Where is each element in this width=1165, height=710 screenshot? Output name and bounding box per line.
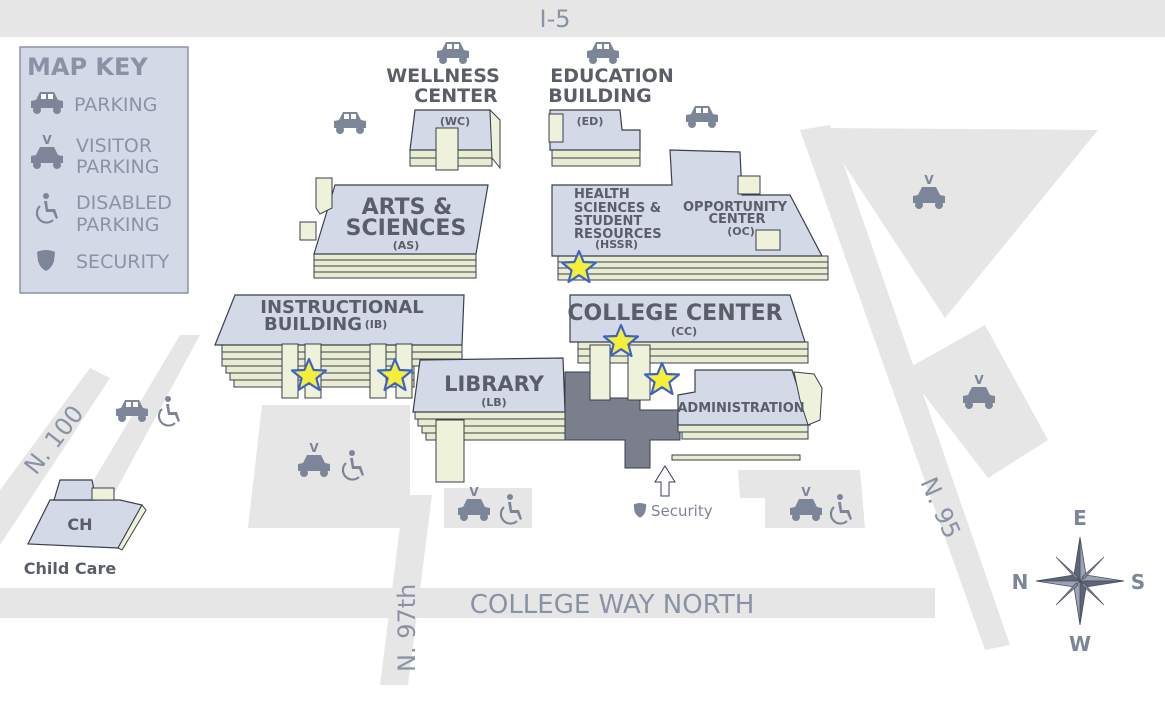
map-key-disabled-label-2: PARKING [76,214,159,236]
library-code: (LB) [481,396,506,409]
lot-northeast [820,128,1098,318]
compass-w: W [1069,632,1091,656]
building-arts-sciences[interactable]: ARTS & SCIENCES (AS) [299,177,489,279]
road-label-college-way: COLLEGE WAY NORTH [470,590,755,620]
road-n100 [0,368,110,545]
security-office[interactable]: Security [633,465,713,520]
parking-icon-education[interactable] [587,42,619,64]
road-label-n100: N. 100 [19,400,90,480]
compass-s: S [1131,570,1145,594]
building-library[interactable]: LIBRARY (LB) [412,357,566,483]
parking-icon-east-of-education[interactable] [686,106,718,128]
building-college-center[interactable]: COLLEGE CENTER (CC) [567,294,809,364]
road-n100-b [70,335,200,520]
map-key-title: MAP KEY [27,53,148,81]
childcare-label: Child Care [24,559,117,578]
wellness-name-2: CENTER [414,85,498,107]
opportunity-name-2: CENTER [708,212,765,227]
opportunity-code: (OC) [727,225,754,238]
college-center-name: COLLEGE CENTER [567,301,782,326]
hssr-name-1: HEALTH [574,187,630,202]
compass-rose: E W N S [1012,506,1146,656]
instructional-name-1: INSTRUCTIONAL [260,297,423,318]
parking-icon-wellness[interactable] [437,42,469,64]
map-key-visitor-label-2: PARKING [76,156,159,178]
road-n95 [800,125,1010,650]
instructional-code: (IB) [365,318,388,331]
arts-name-2: SCIENCES [346,216,467,241]
security-arrow [654,465,676,497]
road-label-n97: N. 97th [393,584,421,672]
hssr-name-2: SCIENCES & [574,201,661,216]
compass-n: N [1012,570,1029,594]
security-label: Security [651,502,713,520]
opportunity-name-1: OPPORTUNITY [683,200,788,215]
building-childcare[interactable]: CH Child Care [24,479,147,578]
wellness-code: (WC) [440,115,470,128]
education-name-1: EDUCATION [550,65,673,87]
education-code: (ED) [577,115,604,128]
hssr-name-4: RESOURCES [574,227,662,242]
wellness-name-1: WELLNESS [386,65,500,87]
security-marker-icon [633,503,647,518]
library-name: LIBRARY [444,372,545,396]
college-center-code: (CC) [671,325,697,338]
arts-name-1: ARTS & [362,195,453,220]
map-key: MAP KEY PARKING VISITOR PARKING DISABLED… [19,46,189,294]
road-n97 [380,495,432,685]
road-college-way [0,588,935,618]
map-key-panel [19,46,189,294]
hssr-code: (HSSR) [595,238,638,251]
compass-e: E [1073,506,1087,530]
building-education[interactable]: EDUCATION BUILDING (ED) [548,65,674,167]
instructional-name-2: BUILDING [264,314,362,335]
parking-icon-west-of-wellness[interactable] [334,112,366,134]
cc-pillar-1 [589,344,611,401]
childcare-code: CH [67,515,92,534]
map-key-parking-label: PARKING [74,94,157,116]
building-wellness-center[interactable]: WELLNESS CENTER (WC) [386,65,501,171]
map-key-security-label: SECURITY [76,251,170,273]
map-key-visitor-label-1: VISITOR [76,135,152,157]
admin-walkway [671,454,801,461]
cc-pillar-2 [627,344,651,401]
road-label-i5: I-5 [539,5,570,33]
map-key-disabled-label-1: DISABLED [76,192,172,214]
education-name-2: BUILDING [548,85,651,107]
administration-name: ADMINISTRATION [677,401,804,416]
hssr-name-3: STUDENT [574,214,642,229]
building-administration[interactable]: ADMINISTRATION [677,369,823,440]
building-hssr-opportunity[interactable]: HEALTH SCIENCES & STUDENT RESOURCES (HSS… [551,149,829,281]
road-i5 [0,0,1165,37]
arts-code: (AS) [393,239,420,252]
